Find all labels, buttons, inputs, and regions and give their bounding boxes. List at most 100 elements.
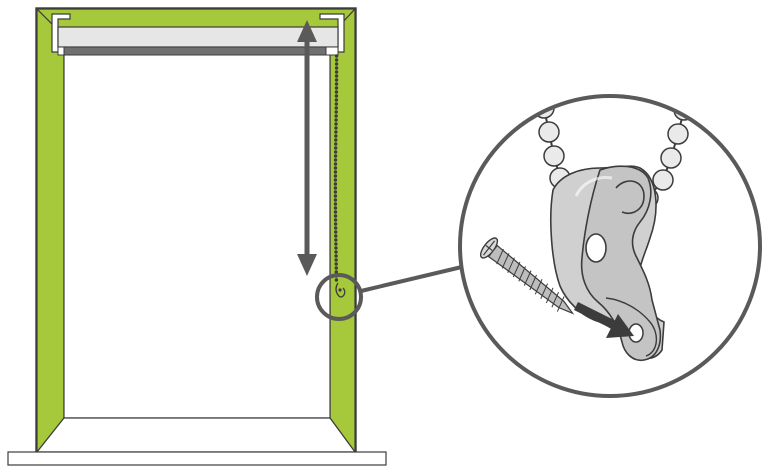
- bead-chain-icon: [333, 54, 339, 282]
- chain-bead: [333, 158, 338, 162]
- chain-bead: [334, 118, 338, 122]
- chain-bead: [333, 194, 338, 198]
- chain-bead: [334, 102, 339, 106]
- arrow-head-up: [297, 20, 317, 42]
- callout-ring: [458, 94, 762, 398]
- screw-shank: [487, 244, 575, 315]
- chain-bead: [333, 162, 338, 166]
- screw-thread: [545, 287, 554, 304]
- magnifier-callout-icon: [458, 94, 762, 398]
- chain-bead: [538, 121, 560, 143]
- chain-bead: [334, 250, 338, 254]
- chain-bead: [333, 198, 338, 202]
- screw-thread: [523, 270, 532, 286]
- magnified-chain-left: [533, 97, 571, 189]
- chain-bead: [333, 190, 338, 194]
- chain-bead: [334, 70, 339, 74]
- screw-icon: [479, 237, 575, 315]
- right-jamb: [329, 7, 356, 454]
- small-clip-body: [335, 282, 346, 298]
- chain-bead: [333, 174, 338, 178]
- chain-bead: [333, 222, 338, 226]
- chain-bead: [333, 226, 338, 230]
- blind-end-cap-left: [57, 46, 65, 56]
- insert-arrow-icon: [573, 301, 634, 338]
- chain-bead: [333, 218, 338, 222]
- chain-bead: [334, 66, 339, 70]
- screw-threads: [496, 248, 565, 312]
- chain-bead: [333, 170, 338, 174]
- chain-bead: [334, 254, 338, 258]
- screw-thread: [529, 274, 537, 291]
- chain-bead: [333, 166, 338, 170]
- chain-bead: [334, 258, 338, 262]
- small-safety-clip: [335, 282, 346, 298]
- chain-bead: [334, 110, 338, 114]
- magnifier-small-ring: [315, 273, 363, 321]
- arrow-head-down: [297, 254, 317, 276]
- screw-thread: [551, 291, 560, 308]
- chain-bead: [334, 246, 338, 250]
- screw-thread: [496, 248, 504, 265]
- clip-front-face: [580, 165, 662, 362]
- clip-upper-hole: [585, 233, 607, 263]
- clip-highlight: [574, 176, 613, 197]
- clip-lower-lip: [605, 297, 657, 357]
- chain-bead: [334, 106, 338, 110]
- chain-bead: [334, 98, 339, 102]
- chain-bead: [334, 126, 338, 130]
- screw-thread: [556, 296, 565, 312]
- chain-bead: [334, 58, 339, 62]
- screw-thread: [540, 283, 548, 299]
- screw-thread: [534, 279, 543, 295]
- roller-tube: [57, 26, 339, 48]
- chain-bead: [334, 278, 339, 282]
- screw-thread: [507, 257, 515, 273]
- chain-bead: [334, 270, 338, 274]
- chain-bead: [652, 169, 674, 191]
- chain-bead: [334, 94, 339, 98]
- chain-bead: [333, 182, 338, 186]
- chain-bead: [334, 242, 338, 246]
- chain-bead: [333, 150, 338, 154]
- blind-bottom-bar: [63, 46, 327, 56]
- chain-bead: [334, 86, 339, 90]
- chain-bead: [333, 178, 338, 182]
- chain-bead: [334, 90, 339, 94]
- chain-bead: [334, 130, 338, 134]
- magnifier-connector: [360, 264, 467, 293]
- chain-bead: [334, 230, 338, 234]
- left-jamb: [36, 7, 65, 454]
- screw-thread: [512, 261, 521, 278]
- chain-bead: [334, 142, 338, 146]
- chain-bead: [334, 122, 338, 126]
- chain-bead: [334, 234, 338, 238]
- blind-end-cap-right: [325, 46, 339, 56]
- screw-thread: [518, 266, 526, 282]
- chain-bead: [334, 54, 339, 58]
- chain-bead: [333, 146, 338, 150]
- clip-hook-loop: [615, 180, 645, 214]
- chain-bead: [334, 114, 338, 118]
- chain-bead: [660, 147, 682, 169]
- double-arrow-icon: [297, 20, 317, 276]
- chain-bead: [543, 145, 565, 167]
- chain-bead: [667, 123, 689, 145]
- chain-bead: [334, 138, 338, 142]
- chain-bead: [333, 214, 338, 218]
- chain-bead: [334, 266, 338, 270]
- chain-bead: [333, 154, 338, 158]
- chain-bead: [334, 134, 338, 138]
- window-frame-icon: [7, 7, 387, 466]
- chain-bead: [334, 74, 339, 78]
- chain-bead: [334, 62, 339, 66]
- small-clip-hole: [338, 288, 342, 292]
- window-opening: [63, 35, 331, 419]
- chain-bead: [333, 210, 338, 214]
- left-bracket: [51, 13, 71, 53]
- sill-ledge: [7, 451, 387, 466]
- chain-bead: [333, 186, 338, 190]
- chain-bead: [333, 202, 338, 206]
